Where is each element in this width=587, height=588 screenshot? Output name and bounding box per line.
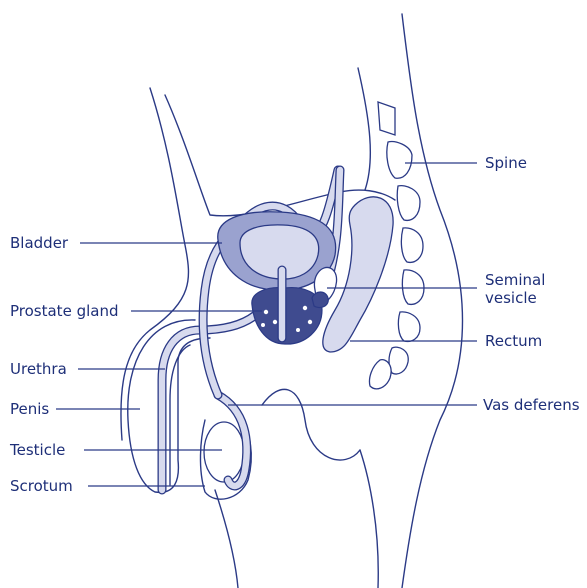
label-spine: Spine: [485, 154, 527, 172]
label-vas-deferens: Vas deferens: [483, 396, 580, 414]
thigh-outline-2: [262, 389, 360, 460]
label-penis: Penis: [10, 400, 49, 418]
penis-inner-outline: [170, 345, 190, 485]
testicle-shape: [204, 422, 244, 482]
label-scrotum: Scrotum: [10, 477, 73, 495]
label-testicle: Testicle: [9, 441, 65, 459]
label-prostate-gland: Prostate gland: [10, 302, 118, 320]
thigh-outline: [215, 490, 238, 588]
back-inner-outline: [358, 68, 370, 190]
buttock-inner-outline: [360, 450, 378, 588]
label-bladder: Bladder: [10, 234, 69, 252]
abdomen-inner-outline: [165, 95, 395, 216]
label-rectum: Rectum: [485, 332, 542, 350]
label-seminal-vesicle-line1: Seminal: [485, 271, 545, 289]
label-urethra: Urethra: [10, 360, 67, 378]
seminal-vesicle-gland: [312, 292, 328, 308]
prostate-shape: [252, 288, 322, 344]
label-seminal-vesicle-line2: vesicle: [485, 289, 537, 307]
